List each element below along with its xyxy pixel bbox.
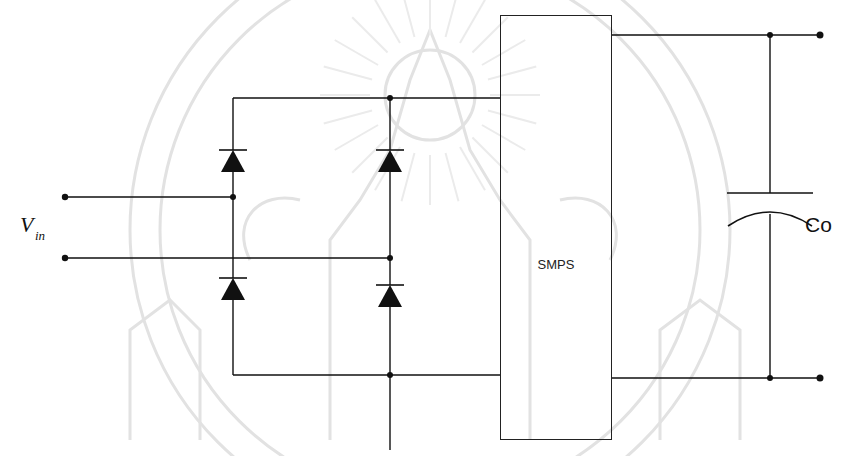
- terminal-dot: [62, 32, 824, 382]
- voltage-symbol: V: [20, 212, 33, 238]
- junction-dot: [230, 32, 773, 381]
- process-box: SMPS: [500, 15, 612, 440]
- diode-symbol: [219, 150, 404, 307]
- capacitor-label: Co: [805, 213, 832, 237]
- voltage-subscript: in: [35, 228, 45, 244]
- block-label: SMPS: [536, 257, 577, 272]
